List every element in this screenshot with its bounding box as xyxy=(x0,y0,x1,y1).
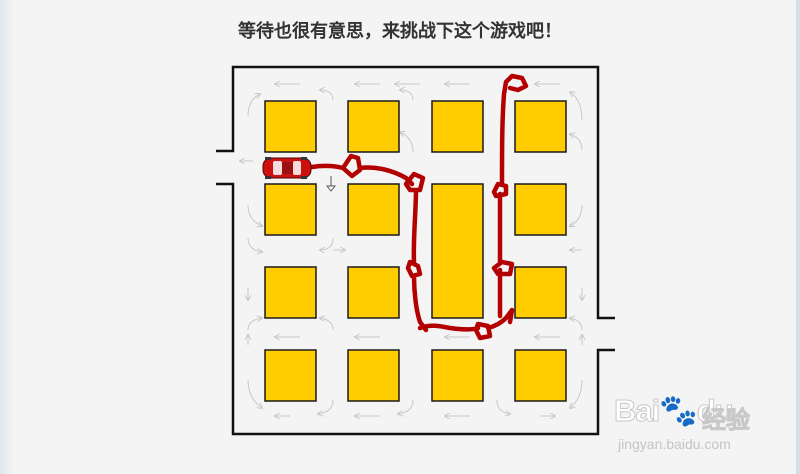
right-edge xyxy=(796,0,800,474)
arena-walls xyxy=(216,65,615,436)
block xyxy=(264,266,317,319)
direction-arrow-icon xyxy=(247,318,262,331)
wall-left-top xyxy=(216,65,615,320)
direction-arrow-icon xyxy=(247,379,262,408)
drawn-route xyxy=(309,73,529,341)
watermark-logo: Bai🐾du xyxy=(613,393,734,429)
direction-arrow-icon xyxy=(320,318,334,331)
left-edge xyxy=(0,0,14,474)
block xyxy=(264,100,317,153)
direction-arrow-icon xyxy=(570,318,583,331)
direction-arrow-icon xyxy=(570,379,583,408)
direction-arrow-icon xyxy=(398,399,414,414)
direction-arrows xyxy=(240,84,582,416)
block xyxy=(431,100,484,153)
direction-arrow-icon xyxy=(318,399,334,414)
direction-arrow-icon xyxy=(570,134,583,151)
block xyxy=(514,349,567,402)
block xyxy=(347,266,400,319)
direction-arrow-icon xyxy=(570,204,583,226)
block xyxy=(514,183,567,236)
direction-arrow-icon xyxy=(247,204,262,226)
watermark-product: 经验 xyxy=(702,406,751,435)
watermark-url: jingyan.baidu.com xyxy=(618,436,731,452)
baidu-watermark: Bai🐾du 经验 jingyan.baidu.com xyxy=(598,388,788,468)
block xyxy=(514,100,567,153)
block-tall xyxy=(431,183,484,319)
car-icon[interactable] xyxy=(262,157,312,179)
down-arrow-icon xyxy=(325,176,337,192)
direction-arrow-icon xyxy=(400,132,414,153)
block xyxy=(347,183,400,236)
wall-left-bottom xyxy=(216,182,615,436)
direction-arrow-icon xyxy=(496,399,510,414)
block xyxy=(347,349,400,402)
direction-arrow-icon xyxy=(570,92,583,121)
direction-arrow-icon xyxy=(247,94,260,117)
block xyxy=(264,183,317,236)
direction-arrow-icon xyxy=(400,90,414,101)
block xyxy=(347,100,400,153)
block xyxy=(514,266,567,319)
page-title: 等待也很有意思，来挑战下这个游戏吧！ xyxy=(238,21,562,42)
blocks xyxy=(264,100,567,402)
block xyxy=(264,349,317,402)
direction-arrow-icon xyxy=(320,90,334,101)
direction-arrow-icon xyxy=(247,237,262,252)
block xyxy=(431,349,484,402)
direction-arrow-icon xyxy=(320,237,334,250)
route-path xyxy=(309,73,529,341)
